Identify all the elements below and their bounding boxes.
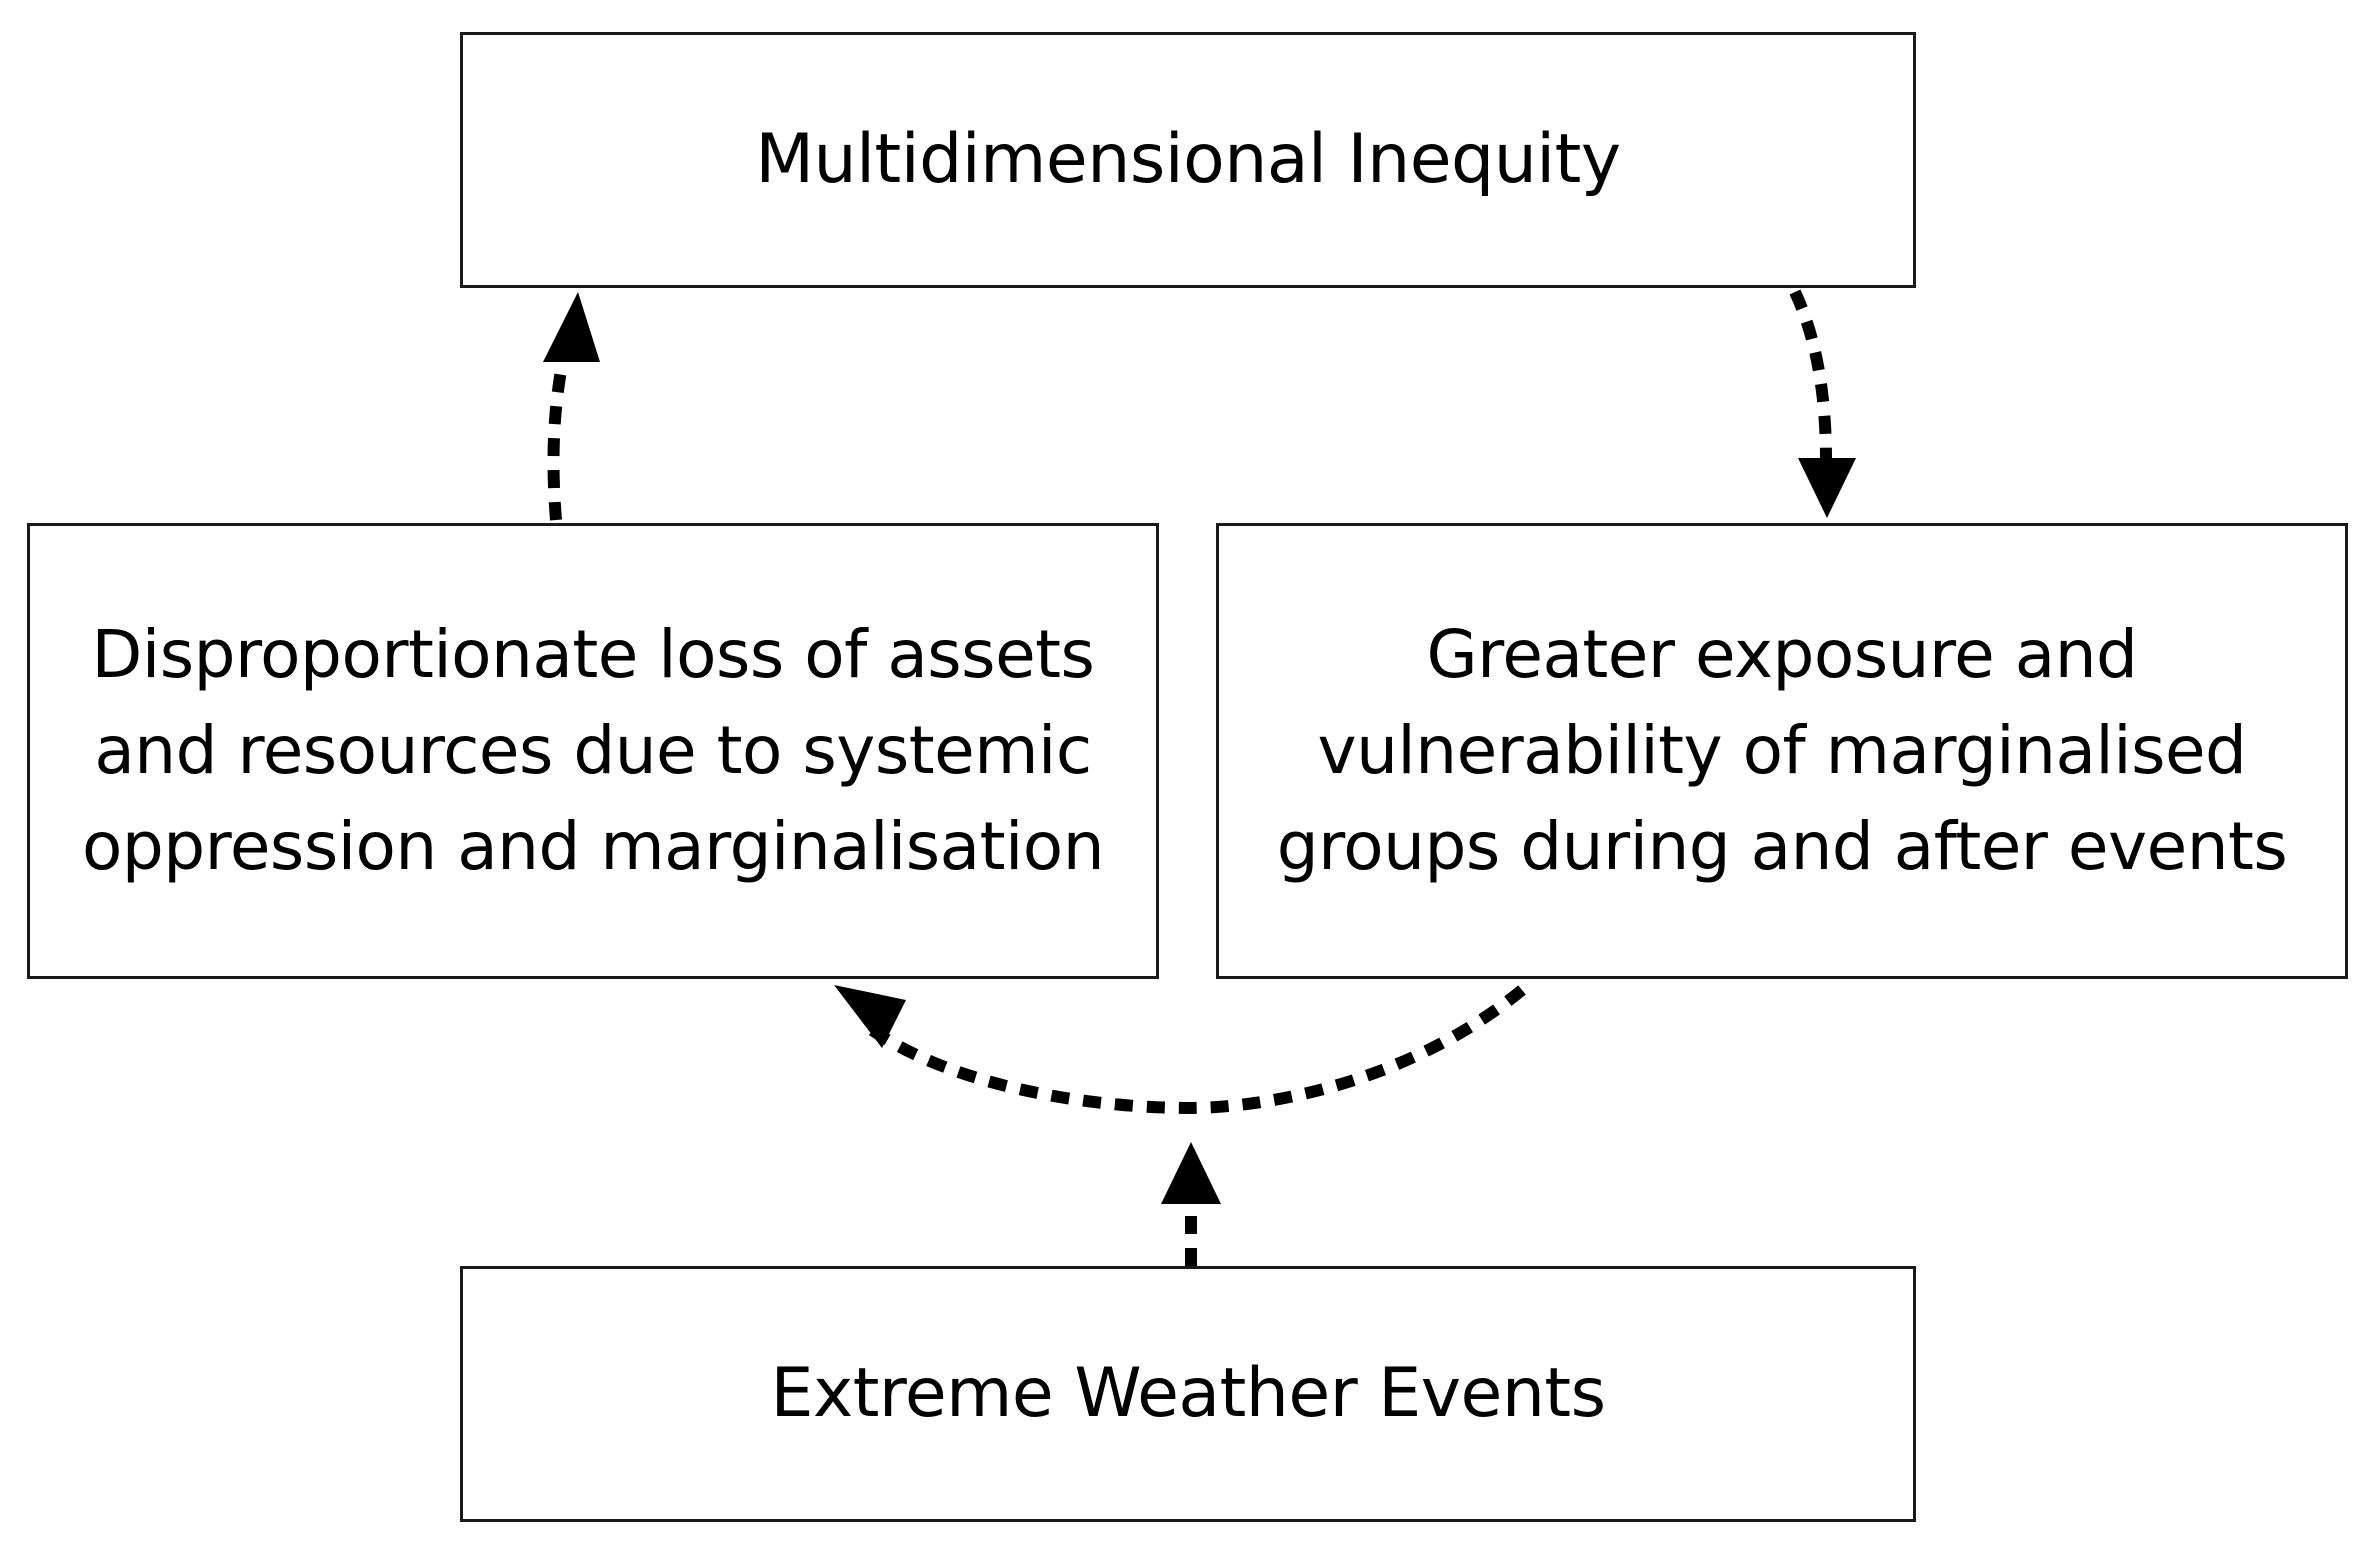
node-greater-exposure: Greater exposure and vulnerability of ma… (1216, 523, 2348, 979)
node-disproportionate-loss: Disproportionate loss of assets and reso… (27, 523, 1159, 979)
node-label: Multidimensional Inequity (755, 120, 1621, 199)
node-label: Disproportionate loss of assets and reso… (81, 616, 1105, 885)
arrowhead-right-to-left (834, 985, 906, 1048)
edge-top-to-right (1789, 289, 1832, 461)
node-extreme-weather-events: Extreme Weather Events (460, 1266, 1916, 1522)
arrowhead-left-to-top (543, 292, 600, 362)
edge-right-to-left (868, 985, 1526, 1115)
node-label: Greater exposure and vulnerability of ma… (1276, 616, 2288, 885)
node-multidimensional-inequity: Multidimensional Inequity (460, 32, 1916, 288)
edge-left-to-top (547, 363, 568, 521)
arrowhead-bottom-to-arc (1161, 1142, 1221, 1204)
node-label: Extreme Weather Events (770, 1354, 1606, 1433)
arrowhead-top-to-right (1798, 458, 1856, 518)
